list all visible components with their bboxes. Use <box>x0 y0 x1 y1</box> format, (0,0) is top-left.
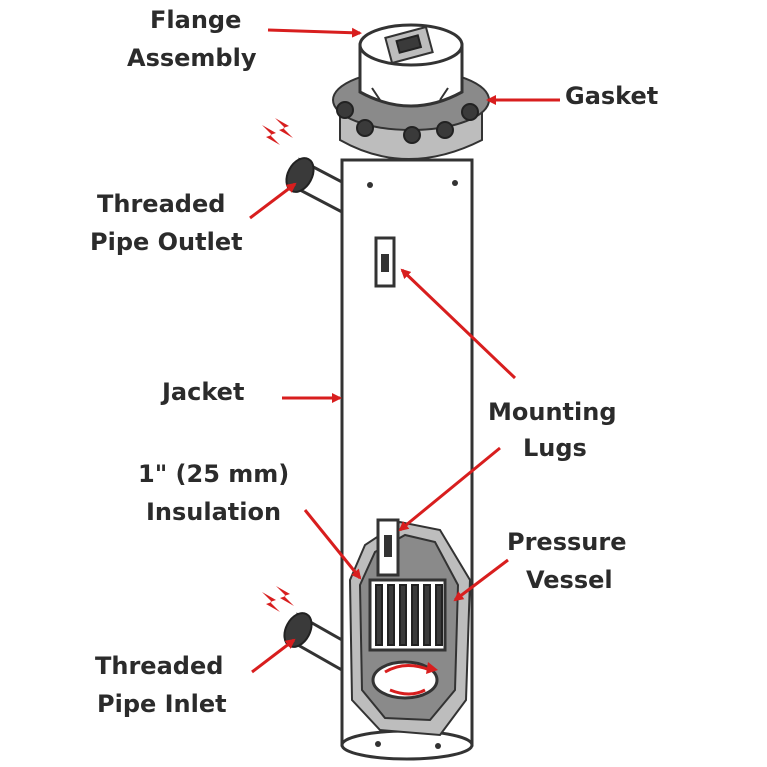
cutaway-section <box>348 518 472 737</box>
arrow-pressure-vessel <box>453 558 509 602</box>
labels: Flange Assembly Gasket Threaded Pipe Out… <box>90 6 658 718</box>
label-flange-line2: Assembly <box>127 44 257 72</box>
callout-arrows <box>249 27 560 674</box>
label-jacket: Jacket <box>160 378 244 406</box>
arrow-pipe-inlet <box>251 638 296 674</box>
label-outlet-line2: Pipe Outlet <box>90 228 243 256</box>
arrow-mounting-lug-lower <box>398 446 501 532</box>
mounting-lug-upper <box>374 236 396 288</box>
label-mounting-line1: Mounting <box>488 398 617 426</box>
label-pressure-line2: Vessel <box>526 566 613 594</box>
label-pressure-line1: Pressure <box>507 528 626 556</box>
arrow-mounting-lug-upper <box>400 268 517 380</box>
label-insulation-line2: Insulation <box>146 498 281 526</box>
label-insulation-line1: 1" (25 mm) <box>138 460 289 488</box>
arrow-insulation <box>303 509 362 580</box>
arrow-flange-assembly <box>267 27 362 38</box>
threaded-pipe-outlet <box>262 118 344 215</box>
label-gasket: Gasket <box>565 82 658 110</box>
arrow-pipe-outlet <box>249 182 297 220</box>
label-mounting-line2: Lugs <box>523 434 587 462</box>
label-inlet-line2: Pipe Inlet <box>97 690 227 718</box>
heating-elements <box>375 584 443 646</box>
threaded-pipe-inlet <box>262 586 344 673</box>
label-flange-line1: Flange <box>150 6 241 34</box>
flange-assembly <box>332 23 490 160</box>
label-outlet-line1: Threaded <box>97 190 225 218</box>
label-inlet-line1: Threaded <box>95 652 223 680</box>
